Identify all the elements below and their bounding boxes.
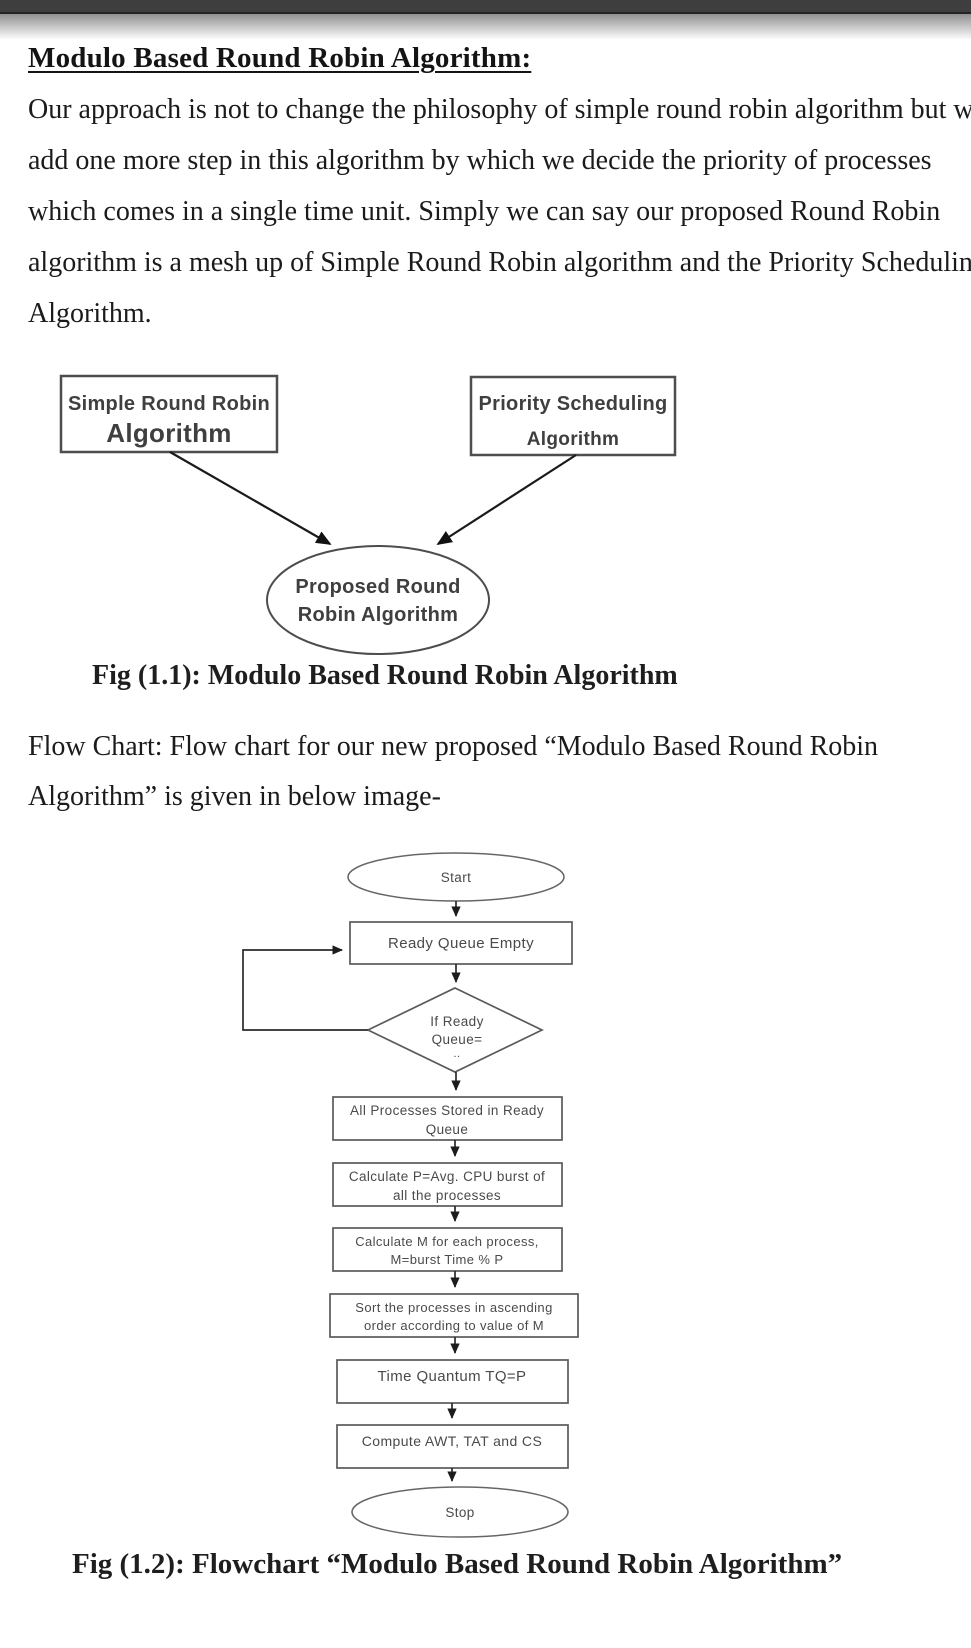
figure-1-2-caption: Fig (1.2): Flowchart “Modulo Based Round… — [72, 1548, 843, 1580]
sort-label-line1: Sort the processes in ascending — [355, 1300, 552, 1315]
all-processes-label-line2: Queue — [426, 1122, 469, 1137]
decision-label-line2: Queue= — [432, 1032, 483, 1047]
calculate-m-label-line2: M=burst Time % P — [391, 1252, 504, 1267]
simple-round-robin-box — [59, 374, 279, 454]
calculate-p-box — [332, 1162, 563, 1207]
figure-1-1-caption: Fig (1.1): Modulo Based Round Robin Algo… — [92, 660, 678, 691]
calculate-m-label-line1: Calculate M for each process, — [355, 1234, 539, 1249]
left-box-label-line1: Simple Round Robin — [68, 393, 270, 415]
flowchart-paragraph: Flow Chart: Flow chart for our new propo… — [28, 722, 878, 822]
paragraph-line: Flow Chart: Flow chart for our new propo… — [28, 731, 879, 762]
ellipse-label-line1: Proposed Round — [295, 576, 460, 598]
priority-scheduling-box — [469, 375, 677, 457]
figure-1-2-flowchart: Start Ready Queue Empty If Ready Queue= … — [242, 852, 579, 1538]
left-box-label-line2: Algorithm — [106, 418, 231, 448]
intro-paragraph: Our approach is not to change the philos… — [28, 84, 971, 339]
paragraph-line: Algorithm” is given in below image- — [28, 781, 441, 812]
arrow-right-to-ellipse — [436, 454, 577, 545]
compute-box — [336, 1424, 569, 1469]
loop-back-connector — [242, 945, 368, 1031]
calculate-p-label-line1: Calculate P=Avg. CPU burst of — [349, 1169, 545, 1184]
sort-label-line2: order according to value of M — [364, 1318, 544, 1333]
ellipse-label-line2: Robin Algorithm — [298, 604, 458, 626]
paragraph-line: algorithm is a mesh up of Simple Round R… — [28, 247, 971, 278]
sort-processes-box — [329, 1293, 579, 1338]
right-box-label-line1: Priority Scheduling — [478, 393, 667, 415]
compute-label: Compute AWT, TAT and CS — [362, 1433, 542, 1449]
if-ready-decision-diamond — [366, 987, 544, 1073]
time-quantum-label: Time Quantum TQ=P — [378, 1368, 527, 1385]
stop-label: Stop — [445, 1505, 474, 1520]
proposed-algorithm-ellipse — [266, 545, 490, 655]
paragraph-line: which comes in a single time unit. Simpl… — [28, 196, 941, 227]
figure-1-1-diagram: Simple Round Robin Algorithm Priority Sc… — [59, 374, 677, 655]
viewer-top-bar — [0, 0, 971, 14]
page-top-shadow — [0, 14, 971, 40]
paragraph-line: Algorithm. — [28, 298, 152, 329]
calculate-m-box — [332, 1227, 563, 1272]
decision-label-line3: .. — [454, 1048, 461, 1060]
decision-label-line1: If Ready — [430, 1014, 483, 1029]
ready-queue-box — [349, 921, 573, 965]
stop-terminator — [351, 1486, 569, 1538]
calculate-p-label-line2: all the processes — [393, 1188, 501, 1203]
paragraph-line: Our approach is not to change the philos… — [28, 94, 971, 125]
time-quantum-box — [336, 1359, 569, 1404]
start-label: Start — [441, 870, 472, 885]
arrow-left-to-ellipse — [169, 451, 332, 545]
paragraph-line: add one more step in this algorithm by w… — [28, 145, 932, 176]
right-box-label-line2: Algorithm — [527, 429, 619, 450]
all-processes-box — [332, 1096, 563, 1141]
ready-queue-label: Ready Queue Empty — [388, 935, 534, 952]
section-heading: Modulo Based Round Robin Algorithm: — [28, 42, 532, 74]
all-processes-label-line1: All Processes Stored in Ready — [350, 1103, 544, 1118]
